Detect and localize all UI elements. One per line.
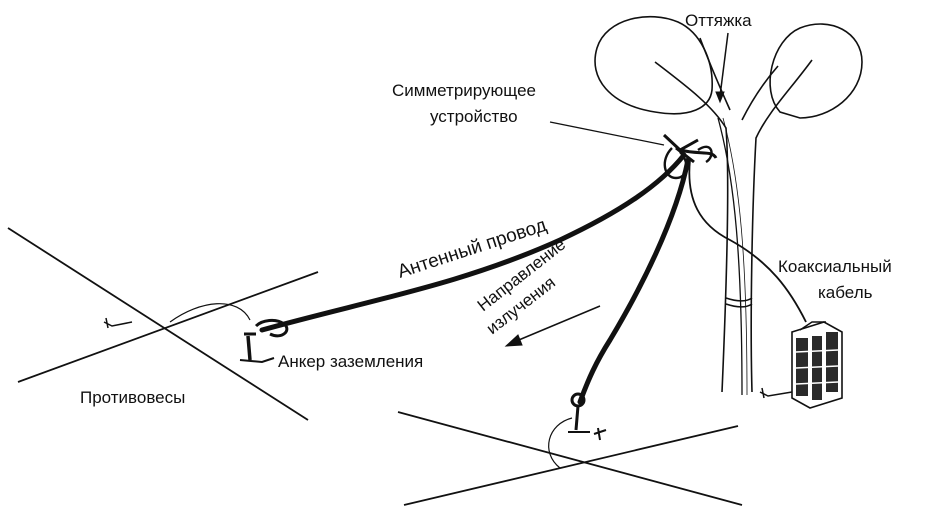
lower-feed-point [568, 392, 607, 441]
guy-line [717, 117, 748, 396]
ground-anchor-label: Анкер заземления [278, 352, 423, 371]
counterpoise-lower [397, 411, 743, 506]
tree-branch-inner [699, 37, 779, 121]
tree-trunk-left-edge [654, 61, 729, 393]
coax-cable [688, 159, 807, 323]
antenna-wire [259, 152, 687, 333]
balun-label-line1: Симметрирующее [392, 81, 536, 100]
tree-trunk-right-edge [750, 59, 813, 393]
coax-label-line1: Коаксиальный [778, 257, 892, 276]
ground-anchor [239, 318, 289, 364]
coax-label-line2: кабель [818, 283, 873, 302]
counterpoise-left [7, 227, 319, 421]
tree [594, 15, 863, 393]
balun-label-line2: устройство [430, 107, 518, 126]
guy-line-label: Оттяжка [685, 11, 752, 30]
left-ground-stake [103, 317, 133, 329]
vertical-radiator [577, 157, 691, 405]
radiation-direction-arrow [504, 305, 601, 347]
balun-pointer [549, 121, 665, 146]
radio-ground-stake [759, 387, 793, 399]
tree-canopy-left [594, 15, 713, 115]
counterpoises-label: Противовесы [80, 388, 185, 407]
tree-trunk-band [725, 297, 753, 308]
tree-canopy-right [769, 23, 863, 119]
radio-box [791, 321, 843, 409]
guy-line-pointer [715, 32, 729, 104]
